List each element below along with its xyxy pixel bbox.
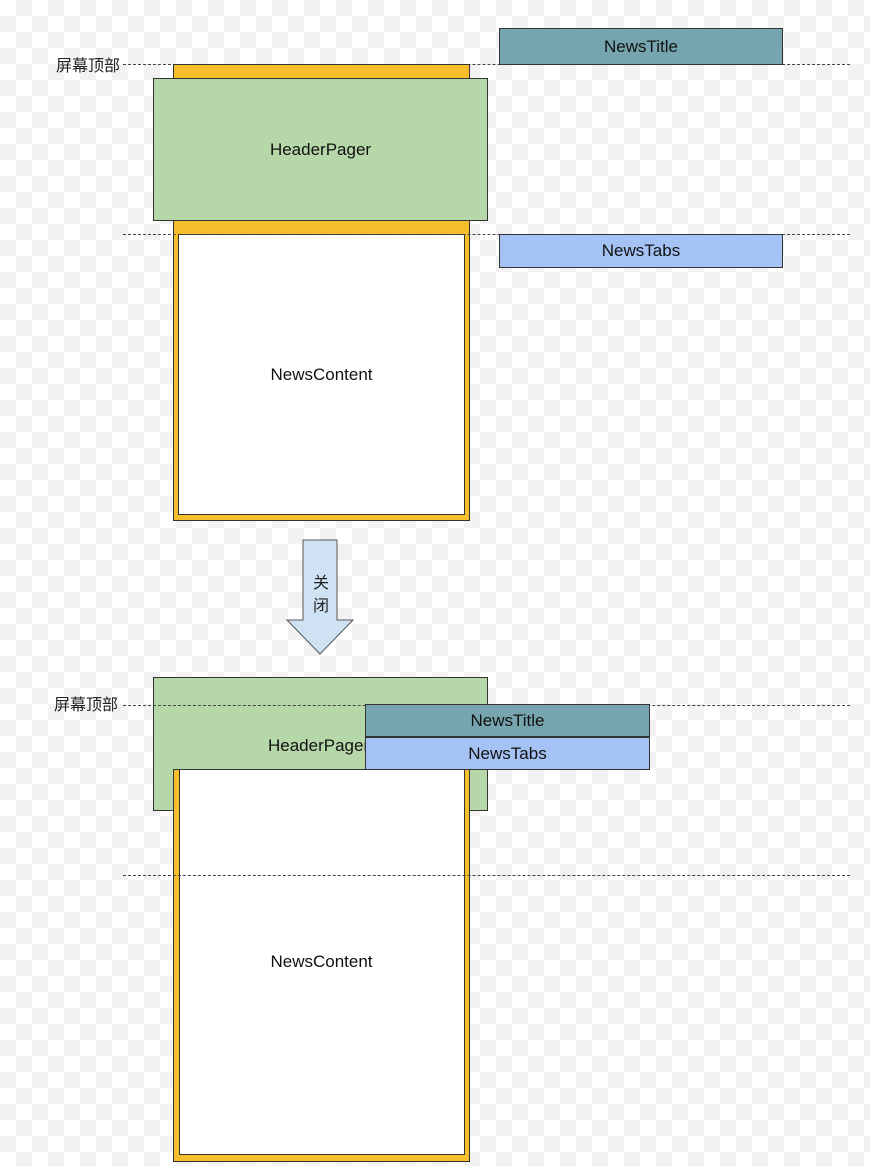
news-title-box: NewsTitle xyxy=(499,28,783,65)
news-content-box-bottom xyxy=(179,769,465,1155)
header-pager-label-bottom: HeaderPager xyxy=(268,736,370,755)
screen-top-label: 屏幕顶部 xyxy=(56,58,121,75)
screen-top-label-bottom: 屏幕顶部 xyxy=(54,697,119,714)
news-content-label: NewsContent xyxy=(270,365,373,384)
news-tabs-box: NewsTabs xyxy=(499,234,783,268)
screen-top-line xyxy=(123,64,850,65)
news-content-box xyxy=(178,234,465,515)
news-tabs-box-bottom: NewsTabs xyxy=(365,737,650,770)
header-pager-box: HeaderPager xyxy=(153,78,488,221)
tabs-line-bottom xyxy=(123,875,850,876)
arrow-label-line1: 关 xyxy=(313,575,330,592)
news-title-box-bottom: NewsTitle xyxy=(365,704,650,737)
down-arrow-icon xyxy=(285,539,355,655)
news-content-label-bottom: NewsContent xyxy=(270,952,373,971)
tabs-line xyxy=(123,234,850,235)
arrow-label-line2: 闭 xyxy=(313,598,330,615)
